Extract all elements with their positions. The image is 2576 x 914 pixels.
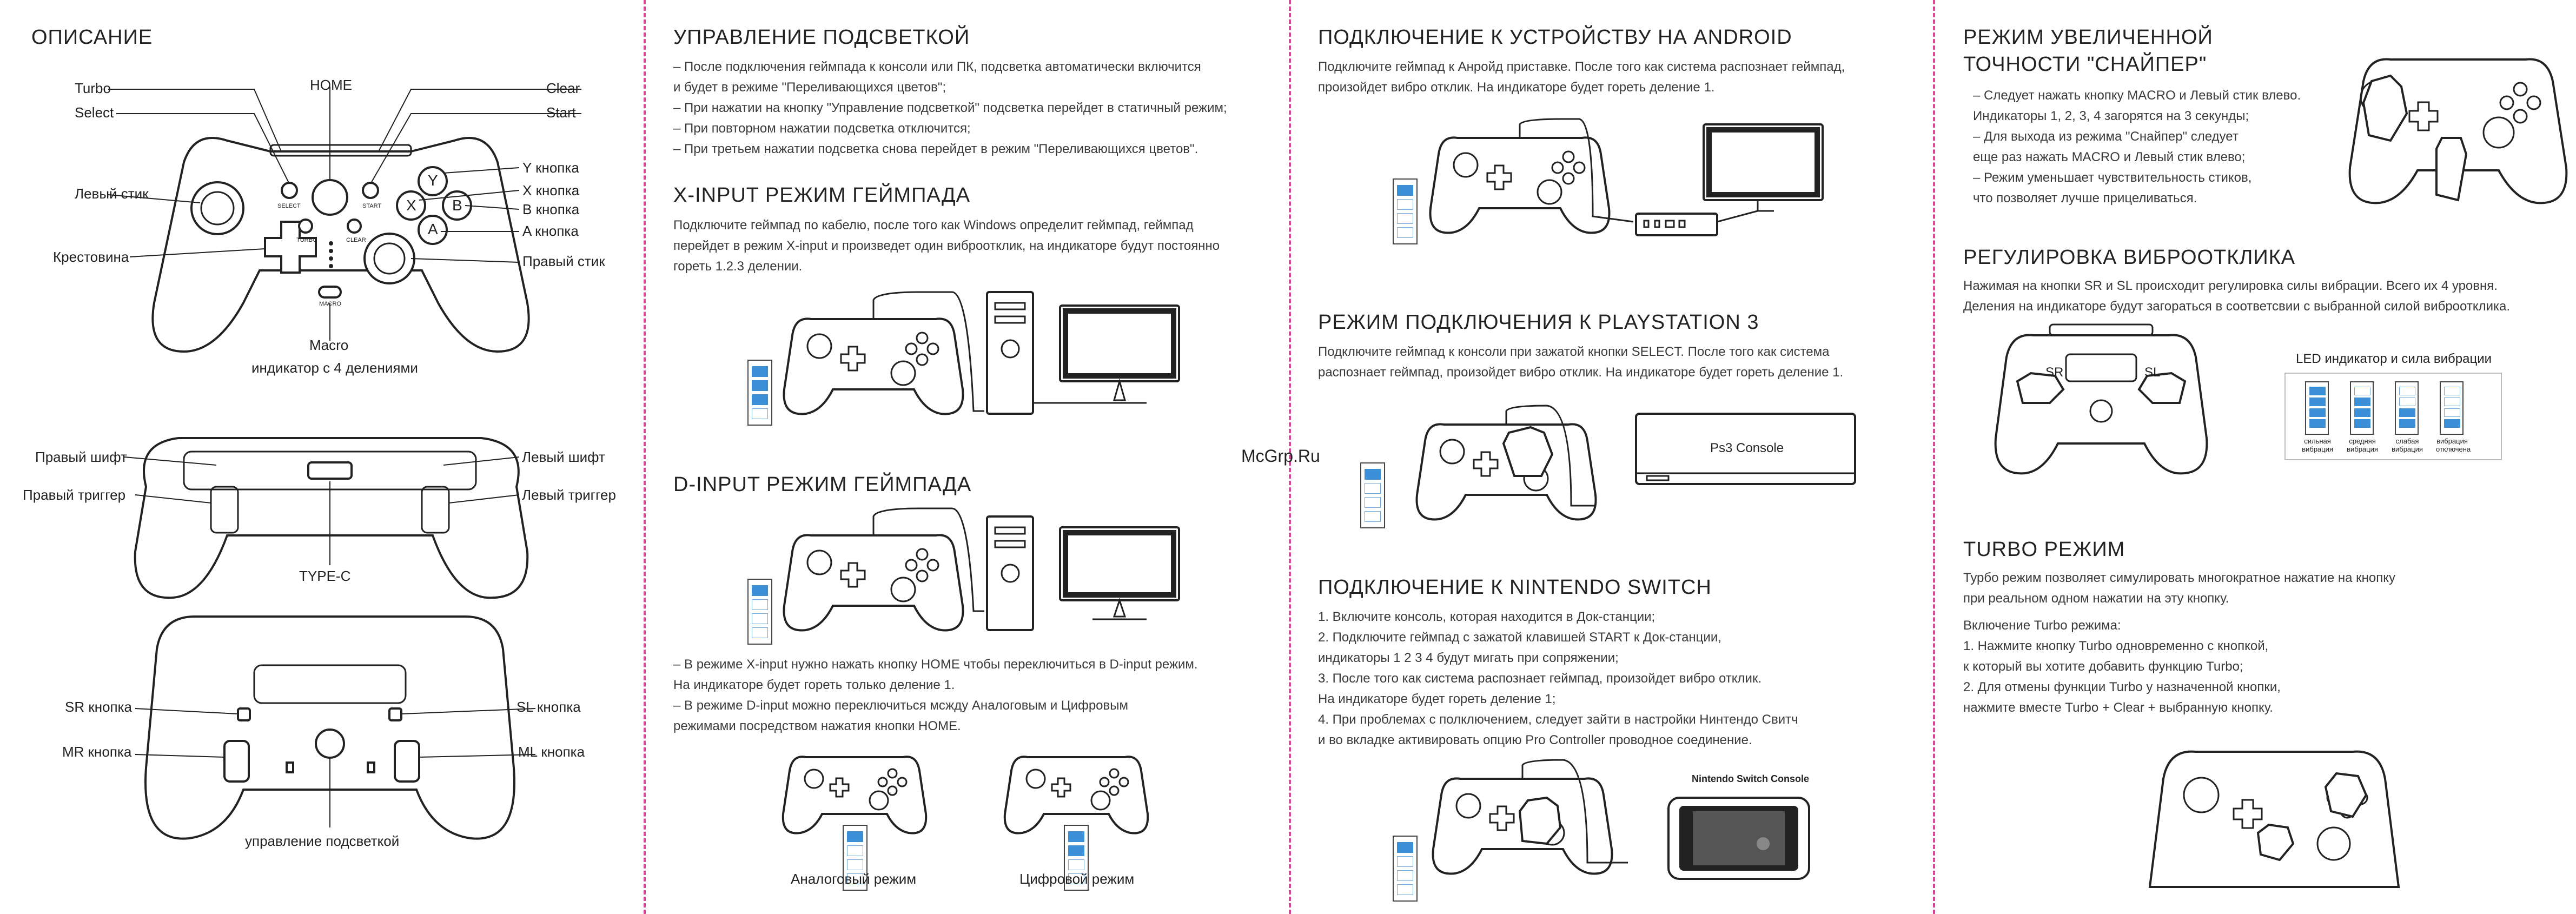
analog-indicator: [843, 825, 868, 891]
sniper-title-line2: ТОЧНОСТИ "СНАЙПЕР": [1963, 53, 2207, 76]
vibro-sr-label: SR: [2045, 365, 2064, 380]
pad-x: X: [406, 197, 416, 214]
vibro-sl-label: SL: [2144, 365, 2161, 380]
switch-console-label: Nintendo Switch Console: [1692, 773, 1810, 784]
pad-start: START: [362, 203, 382, 209]
xinput-title: X-INPUT РЕЖИМ ГЕЙМПАДА: [673, 184, 971, 207]
vibro-level-medium-label: средняя вибрация: [2347, 437, 2378, 453]
label-turbo: Turbo: [75, 80, 111, 96]
android-title: ПОДКЛЮЧЕНИЕ К УСТРОЙСТВУ НА ANDROID: [1318, 26, 1792, 49]
vibro-title: РЕГУЛИРОВКА ВИБРООТКЛИКА: [1963, 246, 2296, 269]
turbo-title: TURBO РЕЖИМ: [1963, 538, 2125, 561]
label-clear: Clear: [546, 80, 580, 96]
xinput-text: Подключите геймпад по кабелю, после того…: [673, 218, 1220, 274]
label-x: X кнопка: [522, 182, 580, 198]
pad-a: A: [428, 221, 438, 237]
vibro-level-off-label: вибрация отключена: [2436, 437, 2471, 453]
vibro-level-off: [2440, 381, 2464, 435]
xinput-indicator: [747, 360, 772, 426]
ps3-indicator: [1360, 462, 1385, 528]
android-indicator: [1393, 178, 1418, 244]
sniper-title-line1: РЕЖИМ УВЕЛИЧЕННОЙ: [1963, 26, 2213, 49]
pad-clear: CLEAR: [346, 237, 366, 243]
android-text: Подключите геймпад к Анройд приставке. П…: [1318, 59, 1845, 95]
column-separator-3: [1933, 0, 1935, 914]
label-left-stick: Левый стик: [75, 186, 149, 202]
label-select: Select: [75, 104, 114, 121]
label-sr: SR кнопка: [65, 699, 133, 715]
label-ml: ML кнопка: [518, 744, 585, 760]
controller-front-diagram: [108, 87, 581, 840]
switch-title: ПОДКЛЮЧЕНИЕ К NINTENDO SWITCH: [1318, 576, 1712, 599]
turbo-steps: 1. Нажмите кнопку Turbo одновременно с к…: [1963, 639, 2281, 715]
label-right-trigger: Правый триггер: [23, 487, 126, 503]
ps3-console-label: Ps3 Console: [1710, 441, 1784, 455]
vibro-text: Нажимая на кнопки SR и SL происходит рег…: [1963, 279, 2511, 314]
dinput-text: – В режиме X-input нужно нажать кнопку H…: [673, 657, 1198, 733]
digital-label: Цифровой режим: [1019, 871, 1135, 887]
turbo-enable-label: Включение Turbo режима:: [1963, 618, 2121, 633]
pad-y: Y: [428, 172, 438, 189]
column-separator-2: [1289, 0, 1291, 914]
label-a: A кнопка: [522, 223, 579, 239]
column-separator-1: [644, 0, 646, 914]
watermark: McGrp.Ru: [1241, 446, 1320, 466]
pad-macro: MACRO: [319, 301, 341, 307]
label-right-shift: Правый шифт: [35, 449, 127, 465]
backlight-title: УПРАВЛЕНИЕ ПОДСВЕТКОЙ: [673, 26, 970, 49]
label-backlight-control: управление подсветкой: [245, 833, 400, 849]
backlight-text: – После подключения геймпада к консоли и…: [673, 59, 1227, 156]
switch-text: 1. Включите консоль, которая находится в…: [1318, 610, 1798, 747]
ps3-title: РЕЖИМ ПОДКЛЮЧЕНИЯ К PLAYSTATION 3: [1318, 311, 1759, 334]
switch-indicator: [1393, 836, 1418, 902]
vibro-level-medium: [2350, 381, 2374, 435]
label-type-c: TYPE-C: [299, 568, 351, 584]
label-left-shift: Левый шифт: [522, 449, 605, 465]
description-title: ОПИСАНИЕ: [31, 26, 153, 49]
dinput-title: D-INPUT РЕЖИМ ГЕЙМПАДА: [673, 473, 972, 496]
label-start: Start: [546, 104, 576, 121]
digital-indicator: [1064, 825, 1089, 891]
connection-diagrams: [1415, 118, 1856, 880]
ps3-text: Подключите геймпад к консоли при зажатой…: [1318, 345, 1844, 380]
label-left-trigger: Левый триггер: [522, 487, 616, 503]
vibro-level-weak-label: слабая вибрация: [2392, 437, 2423, 453]
pad-turbo: TURBO: [296, 237, 317, 243]
label-macro: Macro: [309, 337, 349, 353]
vibro-level-weak: [2395, 381, 2419, 435]
label-b: B кнопка: [522, 201, 580, 217]
label-sl: SL кнопка: [516, 699, 581, 715]
label-dpad: Крестовина: [53, 249, 129, 265]
vibro-level-strong-label: сильная вибрация: [2302, 437, 2333, 453]
vibro-level-strong: [2305, 381, 2329, 435]
sniper-text: – Следует нажать кнопку MACRO и Левый ст…: [1973, 88, 2301, 206]
label-indicator: индикатор с 4 делениями: [251, 360, 418, 376]
pad-b: B: [452, 197, 462, 214]
analog-label: Аналоговый режим: [791, 871, 917, 887]
turbo-text: Турбо режим позволяет симулировать много…: [1963, 571, 2395, 606]
dinput-indicator: [747, 579, 772, 645]
label-home: HOME: [310, 77, 352, 93]
label-mr: MR кнопка: [62, 744, 132, 760]
pad-select: SELECT: [277, 203, 301, 209]
xinput-diagram: [782, 291, 1180, 834]
label-right-stick: Правый стик: [522, 253, 605, 269]
led-label: LED индикатор и сила вибрации: [2296, 352, 2492, 366]
label-y: Y кнопка: [522, 160, 579, 176]
